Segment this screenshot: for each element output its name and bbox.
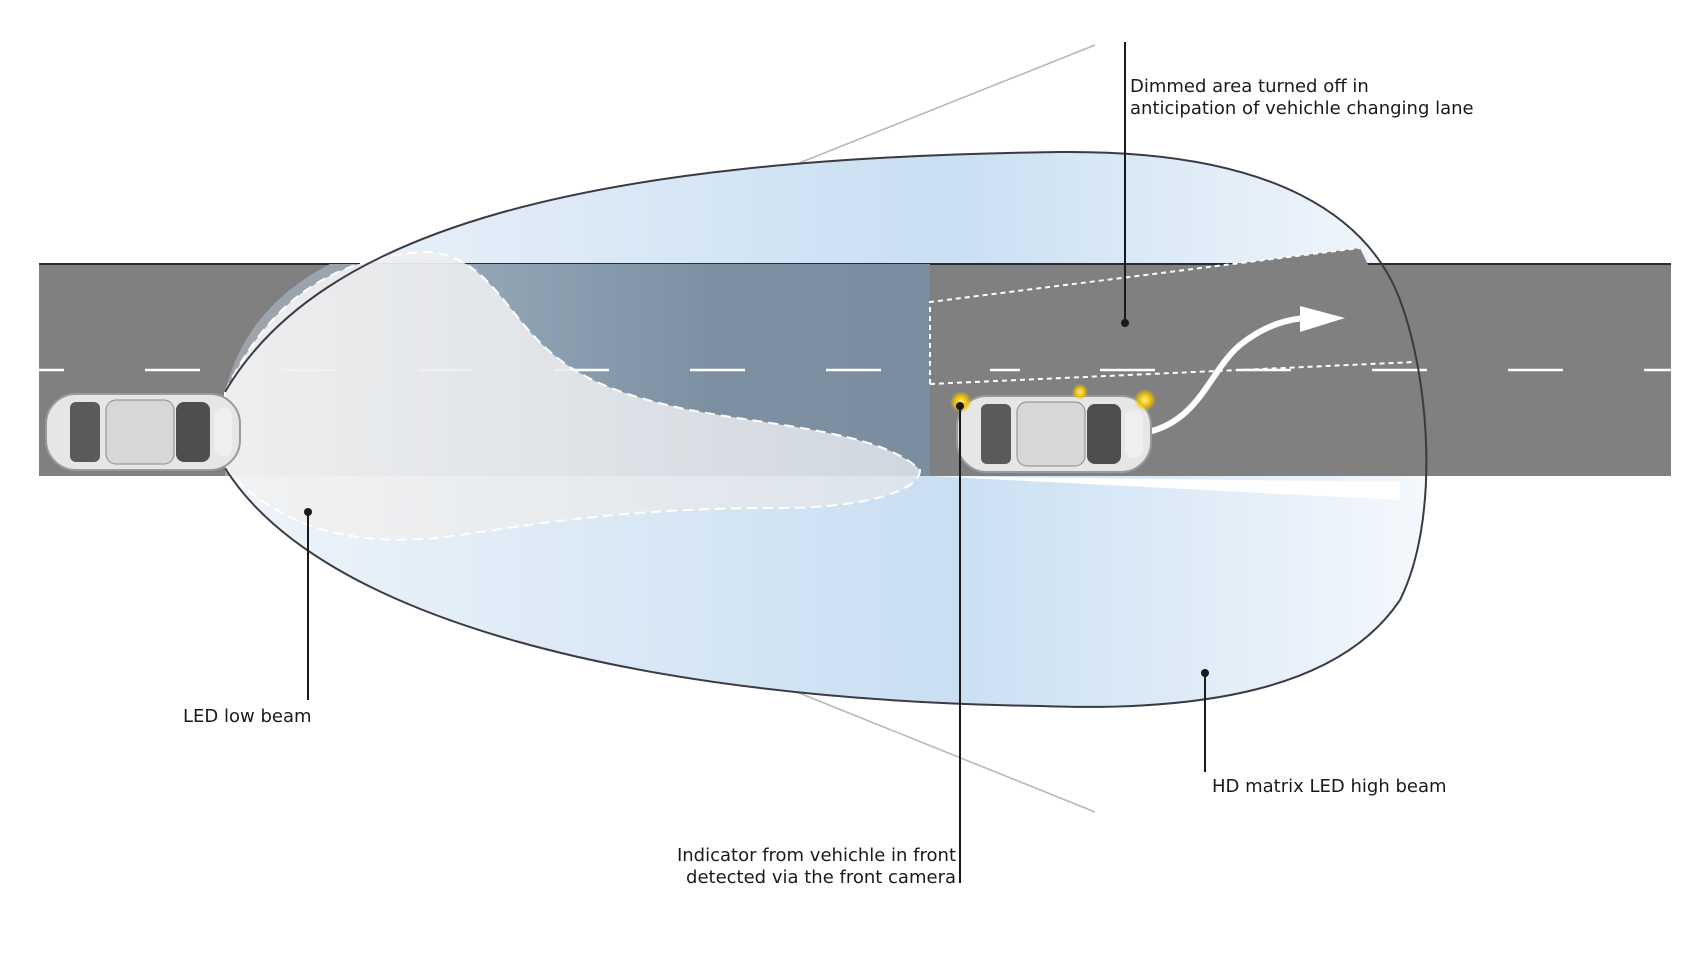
low-beam-label-text: LED low beam: [183, 706, 312, 727]
callout-dots: [304, 319, 1209, 677]
front-car: [956, 395, 1152, 473]
dimmed-area-label-line2: anticipation of vehichle changing lane: [1130, 98, 1474, 119]
indicator-light-mirror: [1072, 384, 1088, 400]
low-beam-area: [224, 250, 922, 541]
indicator-light-front: [1134, 389, 1156, 411]
arrow-head: [1300, 306, 1345, 332]
dimmed-area: [930, 248, 1415, 384]
high-beam-label-text: HD matrix LED high beam: [1212, 776, 1447, 797]
indicator-label-line1: Indicator from vehichle in front: [676, 845, 956, 866]
low-beam-label: LED low beam: [183, 706, 312, 728]
own-car: [45, 393, 241, 471]
indicator-light-rear: [950, 391, 972, 413]
dimmed-area-label: Dimmed area turned off in anticipation o…: [1130, 76, 1474, 120]
high-beam-outline: [224, 150, 1428, 708]
lit-strip: [930, 476, 1400, 500]
dimmed-area-label-line1: Dimmed area turned off in: [1130, 76, 1369, 97]
callout-lines: [307, 42, 1206, 883]
lane-change-arrow: [1145, 315, 1313, 435]
dimmed-area-outline: [929, 247, 1416, 385]
high-beam-label: HD matrix LED high beam: [1212, 776, 1447, 798]
indicator-label: Indicator from vehichle in front detecte…: [677, 845, 956, 889]
indicator-label-line2: detected via the front camera: [686, 867, 956, 888]
